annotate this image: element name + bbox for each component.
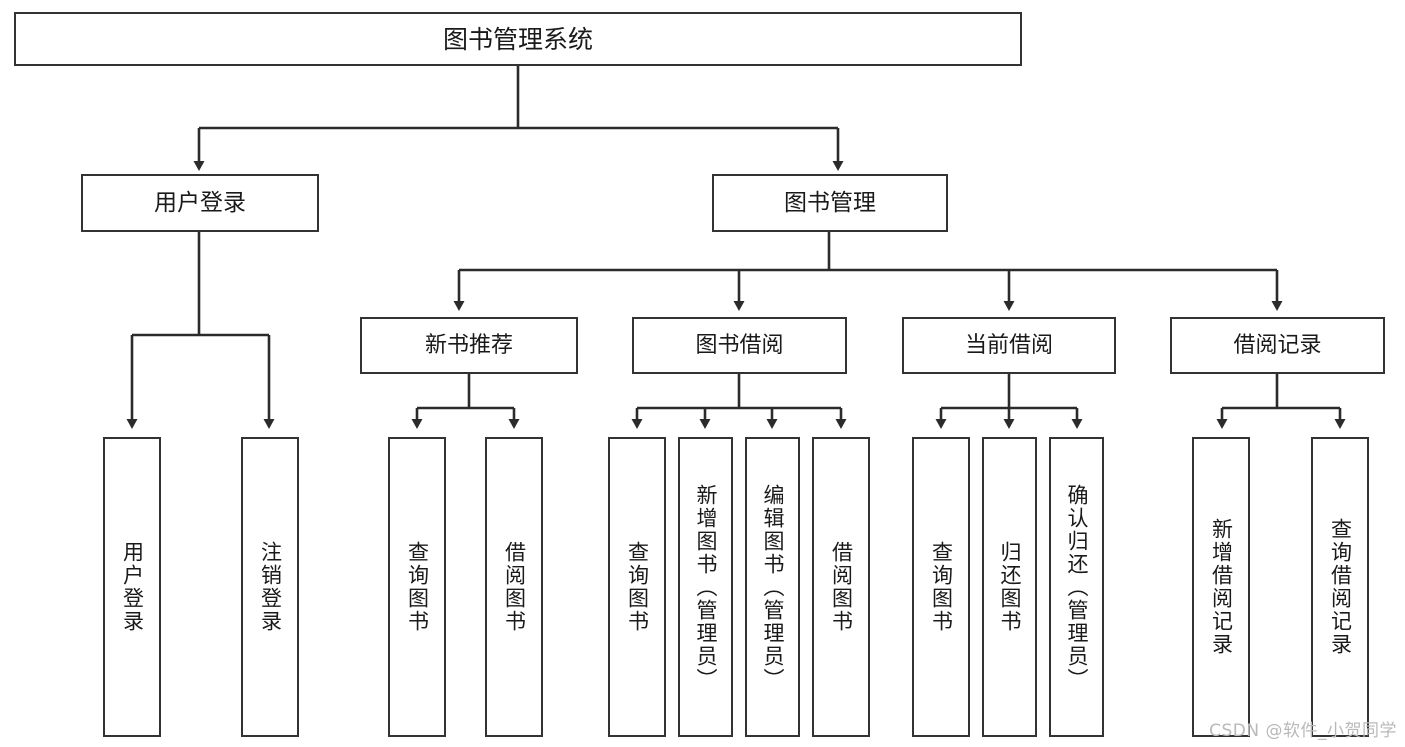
- leaf-add-book-admin[interactable]: 新增图书（管理员）: [678, 437, 733, 737]
- node-label: 当前借阅: [964, 332, 1053, 358]
- leaf-query-book-recommendation[interactable]: 查询图书: [388, 437, 446, 737]
- leaf-logout[interactable]: 注销登录: [241, 437, 299, 737]
- node-current-borrowing[interactable]: 当前借阅: [902, 317, 1116, 374]
- leaf-query-book-borrowing[interactable]: 查询图书: [608, 437, 666, 737]
- csdn-watermark: CSDN @软件_小贺同学: [1209, 721, 1397, 741]
- leaf-borrow-book-recommendation[interactable]: 借阅图书: [485, 437, 543, 737]
- node-label: 新增图书（管理员）: [694, 483, 718, 691]
- node-label: 借阅图书: [829, 541, 854, 633]
- node-label: 查询图书: [929, 541, 954, 633]
- node-label: 查询借阅记录: [1328, 518, 1353, 656]
- leaf-confirm-return-admin[interactable]: 确认归还（管理员）: [1049, 437, 1104, 737]
- node-root-book-management-system[interactable]: 图书管理系统: [14, 12, 1022, 66]
- node-borrow-records[interactable]: 借阅记录: [1170, 317, 1385, 374]
- node-new-book-recommendation[interactable]: 新书推荐: [360, 317, 578, 374]
- node-label: 图书管理系统: [442, 24, 593, 54]
- node-label: 图书管理: [784, 189, 876, 216]
- leaf-edit-book-admin[interactable]: 编辑图书（管理员）: [745, 437, 800, 737]
- node-book-borrowing[interactable]: 图书借阅: [632, 317, 847, 374]
- node-label: 注销登录: [258, 541, 283, 633]
- node-label: 用户登录: [120, 541, 145, 633]
- node-user-login[interactable]: 用户登录: [81, 174, 319, 232]
- leaf-user-login[interactable]: 用户登录: [103, 437, 161, 737]
- node-label: 新书推荐: [424, 332, 513, 358]
- leaf-return-book[interactable]: 归还图书: [982, 437, 1037, 737]
- node-label: 编辑图书（管理员）: [761, 483, 785, 691]
- leaf-add-borrow-record[interactable]: 新增借阅记录: [1192, 437, 1250, 737]
- node-label: 确认归还（管理员）: [1065, 483, 1089, 691]
- leaf-query-borrow-record[interactable]: 查询借阅记录: [1311, 437, 1369, 737]
- node-book-management[interactable]: 图书管理: [712, 174, 948, 232]
- node-label: 查询图书: [625, 541, 650, 633]
- leaf-borrow-book[interactable]: 借阅图书: [812, 437, 870, 737]
- node-label: 借阅图书: [502, 541, 527, 633]
- node-label: 查询图书: [405, 541, 430, 633]
- node-label: 图书借阅: [695, 332, 784, 358]
- node-label: 归还图书: [998, 541, 1022, 633]
- leaf-query-book-current[interactable]: 查询图书: [912, 437, 970, 737]
- node-label: 新增借阅记录: [1209, 518, 1234, 656]
- node-label: 借阅记录: [1233, 332, 1322, 358]
- node-label: 用户登录: [154, 189, 246, 216]
